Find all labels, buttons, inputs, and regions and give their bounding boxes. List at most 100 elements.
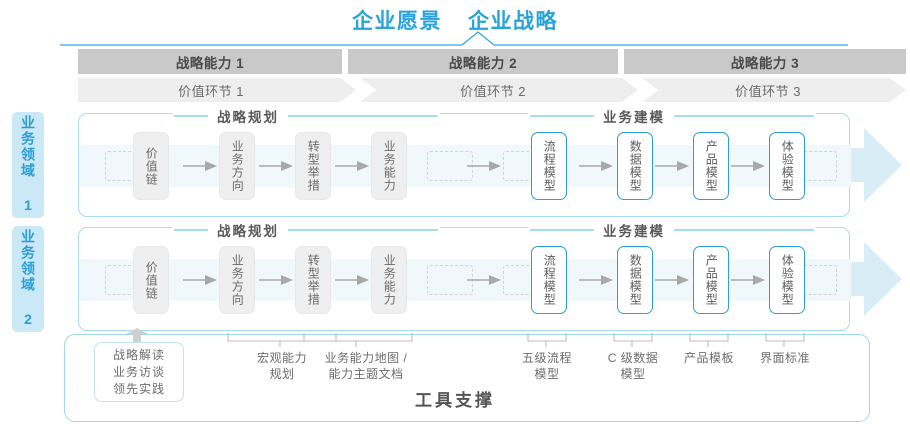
- row-2-node-product-model[interactable]: 产品模型: [693, 246, 729, 314]
- row-2-node-process-model[interactable]: 流程模型: [531, 246, 567, 314]
- tool-item-c-level-data-model[interactable]: C 级数据 模型: [588, 350, 678, 382]
- row-1-node-value-chain-label: 价值链: [144, 146, 159, 186]
- row-2-node-process-model-label: 流程模型: [542, 254, 557, 306]
- tool-item-strategy-interpretation-label: 战略解读 业务访谈 领先实践: [112, 348, 165, 396]
- group-header-business-modeling-1: 业务建模: [528, 106, 816, 126]
- row-2-arrow-1: [183, 275, 217, 285]
- row-2-arrow-3: [335, 275, 369, 285]
- row-2-node-product-model-label: 产品模型: [704, 254, 719, 306]
- row-2-node-transformation-initiative[interactable]: 转型举措: [295, 246, 331, 314]
- row-1-node-process-model-label: 流程模型: [542, 140, 557, 192]
- title-enterprise-strategy: 企业战略: [468, 10, 558, 33]
- row-2-node-experience-model-label: 体验模型: [780, 254, 795, 306]
- group-header-strategy-planning-1: 战略规划: [172, 106, 440, 126]
- row-1-node-product-model[interactable]: 产品模型: [693, 132, 729, 200]
- row-2-node-value-chain[interactable]: 价值链: [133, 246, 169, 314]
- domain-label-1-text: 业务领域 1: [20, 115, 36, 215]
- page-title: 企业愿景 企业战略: [0, 5, 910, 35]
- line-right: [288, 229, 438, 231]
- row-1-node-business-capability-label: 业务能力: [382, 140, 397, 192]
- row-1-node-transformation-initiative[interactable]: 转型举措: [295, 132, 331, 200]
- group-header-strategy-planning-1-label: 战略规划: [217, 110, 279, 125]
- row-1-arrow-1: [183, 161, 217, 171]
- row-2-node-transformation-initiative-label: 转型举措: [306, 254, 321, 306]
- row-1-arrow-3: [335, 161, 369, 171]
- line-right: [674, 115, 814, 117]
- value-cell-1[interactable]: 价值环节 1: [78, 78, 356, 102]
- tool-item-ui-standard[interactable]: 界面标准: [740, 350, 830, 366]
- row-2-node-experience-model[interactable]: 体验模型: [769, 246, 805, 314]
- row-1-arrow-4: [467, 161, 501, 171]
- row-1-arrow-7: [731, 161, 765, 171]
- row-1-node-experience-model[interactable]: 体验模型: [769, 132, 805, 200]
- row-2-node-data-model-label: 数据模型: [628, 254, 643, 306]
- value-cell-3-label: 价值环节 3: [735, 83, 801, 99]
- row-1-node-product-model-label: 产品模型: [704, 140, 719, 192]
- bracket-five-level-process: [527, 333, 567, 347]
- row-1-node-data-model[interactable]: 数据模型: [617, 132, 653, 200]
- row-1-node-experience-model-label: 体验模型: [780, 140, 795, 192]
- line-right: [674, 229, 814, 231]
- line-left: [174, 115, 208, 117]
- tool-item-product-template-label: 产品模板: [683, 351, 734, 365]
- capability-cell-3[interactable]: 战略能力 3: [624, 49, 906, 74]
- value-chain-band: 价值环节 1 价值环节 2 价值环节 3: [78, 78, 906, 102]
- row-1-node-business-direction[interactable]: 业务方向: [219, 132, 255, 200]
- capability-cell-1[interactable]: 战略能力 1: [78, 49, 342, 74]
- tool-support-title: 工具支撑: [415, 391, 495, 410]
- tool-item-product-template[interactable]: 产品模板: [664, 350, 754, 366]
- bracket-product-template: [689, 333, 729, 347]
- tool-item-macro-capability-planning[interactable]: 宏观能力 规划: [236, 350, 328, 382]
- line-left: [530, 115, 594, 117]
- row-1-arrow-6: [655, 161, 689, 171]
- value-chain-up-arrow: [126, 328, 148, 344]
- domain-row-2: 价值链 业务方向 转型举措 业务能力 流程模型 数据模型 产品模型 体验模型: [78, 227, 851, 331]
- group-header-business-modeling-1-label: 业务建模: [603, 110, 665, 125]
- strategic-capability-band: 战略能力 1 战略能力 2 战略能力 3: [78, 49, 906, 74]
- row-2-node-value-chain-label: 价值链: [144, 260, 159, 300]
- capability-cell-2[interactable]: 战略能力 2: [348, 49, 618, 74]
- row-2-arrow-5: [579, 275, 613, 285]
- row-1-arrow-5: [579, 161, 613, 171]
- title-enterprise-vision: 企业愿景: [352, 10, 442, 33]
- tool-item-c-level-data-model-label: C 级数据 模型: [607, 351, 659, 382]
- bracket-ui-standard: [765, 333, 805, 347]
- row-2-node-business-direction-label: 业务方向: [230, 254, 245, 306]
- tool-support-container: [64, 334, 870, 422]
- value-cell-2[interactable]: 价值环节 2: [360, 78, 638, 102]
- line-left: [530, 229, 594, 231]
- row-1-node-process-model[interactable]: 流程模型: [531, 132, 567, 200]
- row-2-node-business-capability-label: 业务能力: [382, 254, 397, 306]
- tool-item-macro-capability-planning-label: 宏观能力 规划: [256, 351, 307, 382]
- domain-label-1[interactable]: 业务领域 1: [12, 112, 44, 218]
- tool-item-five-level-process-model[interactable]: 五级流程 模型: [500, 350, 594, 382]
- row-1-node-value-chain[interactable]: 价值链: [133, 132, 169, 200]
- value-cell-3[interactable]: 价值环节 3: [642, 78, 906, 102]
- vision-strategy-connector-line: [60, 31, 848, 46]
- group-header-strategy-planning-2: 战略规划: [172, 220, 440, 240]
- bracket-capability-map: [303, 333, 413, 347]
- line-right: [288, 115, 438, 117]
- row-1-node-business-capability[interactable]: 业务能力: [371, 132, 407, 200]
- row-1-node-data-model-label: 数据模型: [628, 140, 643, 192]
- line-left: [174, 229, 208, 231]
- row-2-node-business-capability[interactable]: 业务能力: [371, 246, 407, 314]
- tool-item-ui-standard-label: 界面标准: [759, 351, 810, 365]
- tool-item-strategy-interpretation[interactable]: 战略解读 业务访谈 领先实践: [94, 342, 184, 403]
- row-2-node-business-direction[interactable]: 业务方向: [219, 246, 255, 314]
- row-2-arrow-7: [731, 275, 765, 285]
- tool-item-capability-map-label: 业务能力地图 / 能力主题文档: [324, 351, 408, 382]
- domain-row-1: 价值链 业务方向 转型举措 业务能力 流程模型 数据模型 产品模型 体验模型: [78, 113, 851, 217]
- tool-item-capability-map[interactable]: 业务能力地图 / 能力主题文档: [310, 350, 422, 382]
- row-1-arrow-2: [259, 161, 293, 171]
- domain-label-2[interactable]: 业务领域 2: [12, 226, 44, 332]
- domain-label-2-text: 业务领域 2: [20, 229, 36, 329]
- group-header-business-modeling-2-label: 业务建模: [603, 224, 665, 239]
- row-2-arrow-6: [655, 275, 689, 285]
- value-cell-2-label: 价值环节 2: [460, 83, 526, 99]
- row-2-node-data-model[interactable]: 数据模型: [617, 246, 653, 314]
- row-2-arrow-4: [467, 275, 501, 285]
- tool-item-five-level-process-model-label: 五级流程 模型: [521, 351, 572, 382]
- bracket-c-level-data: [613, 333, 653, 347]
